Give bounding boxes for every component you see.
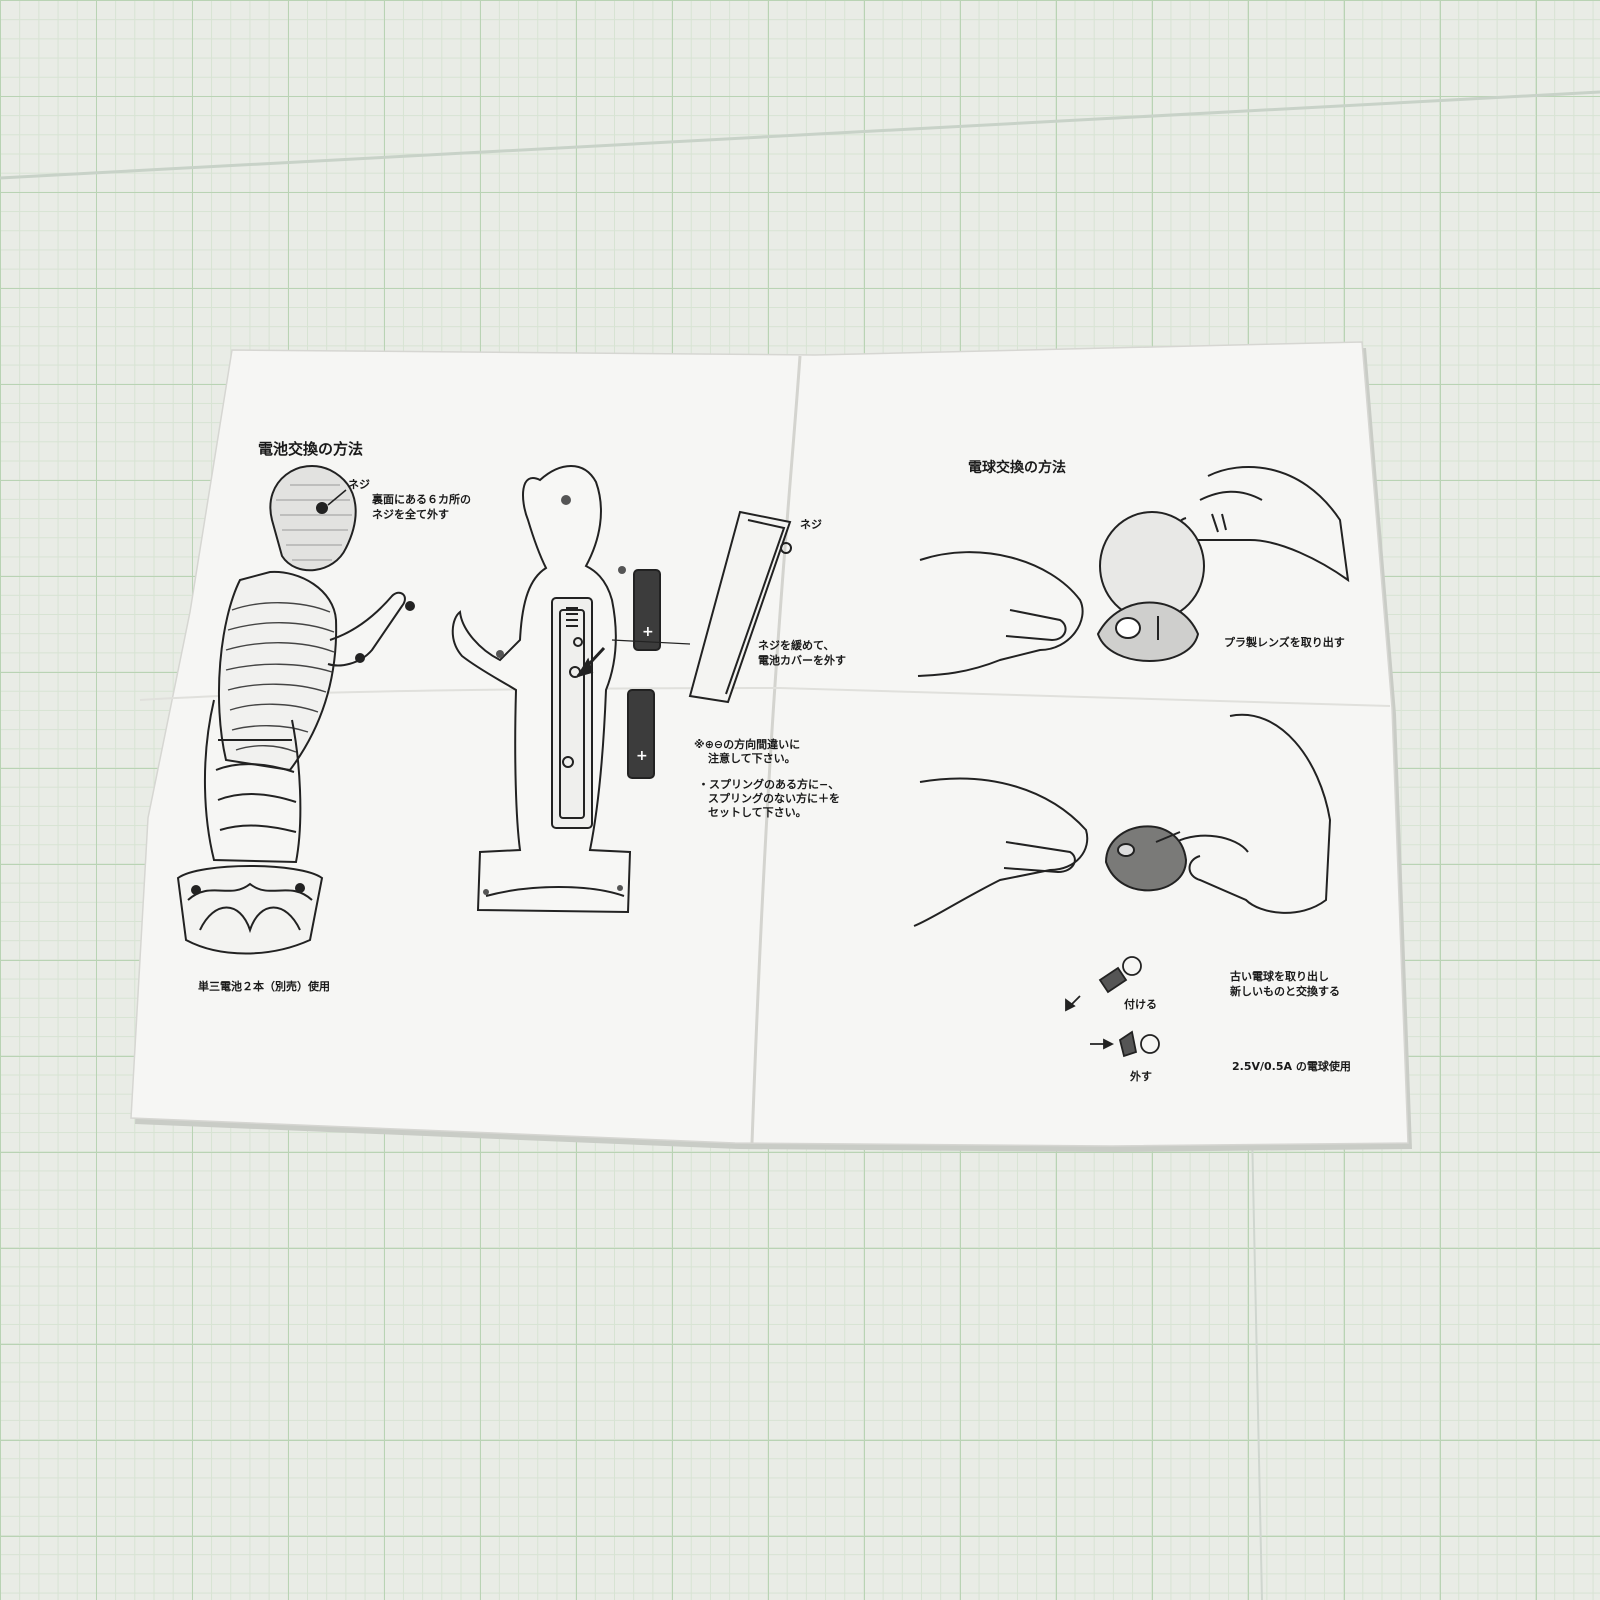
remove-label: 外す [1129, 1069, 1152, 1083]
bulb-replace-title: 電球交換の方法 [968, 459, 1066, 476]
bulb-removal-illustration [913, 713, 1332, 927]
cover-instruction-line1: ネジを緩めて、 [758, 638, 834, 652]
svg-text:+: + [636, 748, 648, 764]
instruction-sheet [130, 341, 1409, 1147]
screw-instruction-line1: 裏面にある６カ所の [371, 492, 471, 506]
spring-note-line2: スプリングのない方に＋を [708, 791, 840, 805]
cover-instruction-line2: 電池カバーを外す [758, 653, 846, 667]
spring-note-line1: ・スプリングのある方に−、 [698, 777, 839, 791]
battery-usage-note: 単三電池２本（別売）使用 [198, 979, 330, 993]
bulb-spec: 2.5V/0.5A の電球使用 [1232, 1059, 1351, 1073]
lens-instruction: プラ製レンズを取り出す [1224, 635, 1345, 649]
spring-note-line3: セットして下さい。 [708, 806, 807, 819]
bulb-icons [1065, 956, 1160, 1058]
plastic-sheet-edge [0, 90, 1600, 180]
cover-screw-label: ネジ [800, 518, 822, 531]
lens-removal-illustration [917, 466, 1350, 677]
polarity-note-line2: 注意して下さい。 [708, 751, 796, 765]
bulb-instruction-line2: 新しいものと交換する [1230, 984, 1340, 998]
polarity-note-line1: ※⊕⊖の方向間違いに [694, 737, 800, 751]
bulb-instruction-line1: 古い電球を取り出し [1230, 969, 1329, 983]
center-fold [750, 355, 802, 1144]
attach-label: 付ける [1124, 997, 1157, 1011]
statue-illustration [176, 465, 415, 955]
screw-instruction-line2: ネジを全て外す [372, 507, 449, 521]
battery-replace-title: 電池交換の方法 [258, 440, 363, 458]
battery-compartment-illustration: + + [451, 465, 792, 914]
screw-label: ネジ [348, 478, 370, 491]
svg-text:+: + [642, 624, 654, 640]
